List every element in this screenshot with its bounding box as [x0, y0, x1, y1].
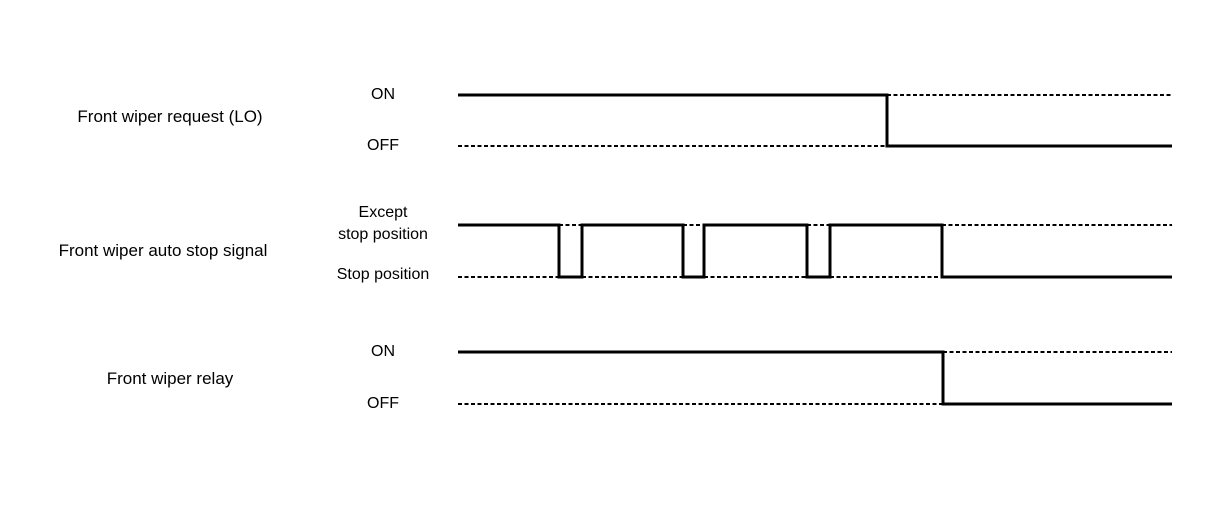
- level-label-off: OFF: [367, 395, 399, 412]
- level-label-off: OFF: [367, 137, 399, 154]
- level-label-on: ON: [371, 343, 395, 360]
- signal-name-front-wiper-relay: Front wiper relay: [106, 369, 234, 388]
- signal-name-front-wiper-auto-stop: Front wiper auto stop signal: [58, 241, 268, 260]
- waveform-trace: [458, 93, 1172, 148]
- waveform-trace: [458, 223, 1172, 279]
- level-label-stop-position: Stop position: [336, 266, 430, 283]
- level-label-on: ON: [371, 86, 395, 103]
- level-label-except-stop-position: Except stop position: [338, 204, 428, 243]
- waveform-trace: [458, 350, 1172, 406]
- signal-name-front-wiper-request: Front wiper request (LO): [77, 107, 263, 126]
